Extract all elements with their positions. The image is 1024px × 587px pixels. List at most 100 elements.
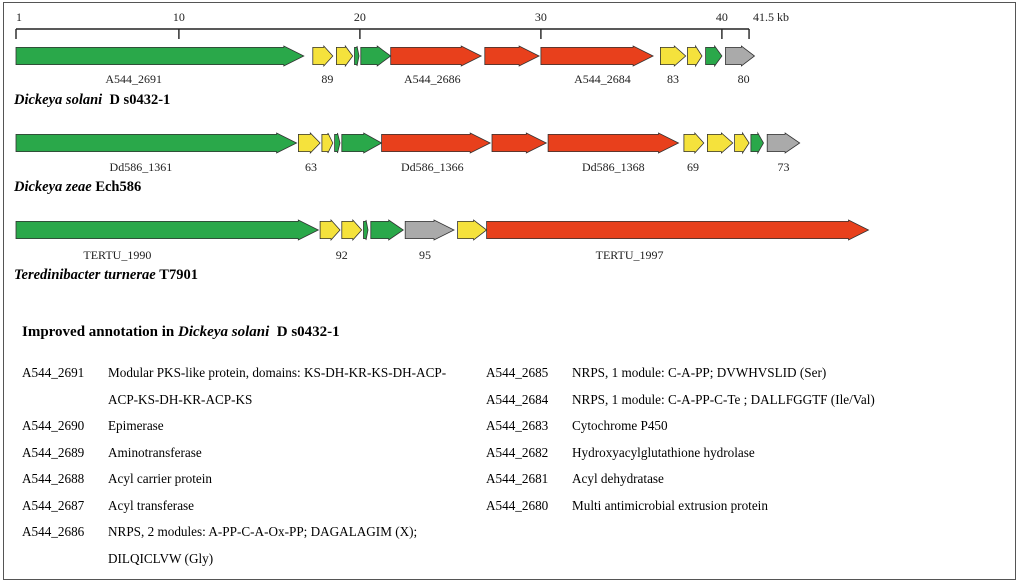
organism-genus: Dickeya zeae (14, 179, 92, 195)
gene-id: A544_2684 (486, 391, 549, 407)
gene-label: 63 (305, 160, 317, 174)
gene-description: Acyl carrier protein (108, 471, 212, 486)
scale-tick-label: 10 (173, 10, 185, 24)
gene-label: 92 (336, 248, 348, 262)
gene-description: NRPS, 1 module: C-A-PP; DVWHVSLID (Ser) (572, 365, 827, 380)
gene-label: Dd586_1366 (401, 160, 464, 174)
gene-label: 89 (321, 72, 333, 86)
annotation-row: A544_2687 Acyl transferase (22, 493, 482, 520)
gene-description: Multi antimicrobial extrusion protein (572, 497, 768, 513)
gene-label: A544_2691 (105, 72, 162, 86)
gene-arrow-tailoring (335, 44, 354, 68)
scale-tick-label: 20 (354, 10, 366, 24)
gene-label: TERTU_1990 (83, 248, 151, 262)
organism-genus: Teredinibacter turnerae (14, 267, 156, 283)
annotation-column-left: A544_2691 Modular PKS-like protein, domai… (22, 360, 482, 572)
annotation-row: A544_2684 NRPS, 1 module: C-A-PP-C-Te ; D… (486, 387, 1006, 414)
organism-label-dickeya-solani: Dickeya solani D s0432-1 (14, 92, 170, 109)
gene-arrow-nrps (540, 45, 654, 67)
gene-id: A544_2682 (486, 444, 549, 460)
gene-arrow-nrps (547, 132, 680, 154)
gene-description: Aminotransferase (108, 444, 202, 460)
gene-arrow-other (725, 45, 756, 67)
gene-arrow-tailoring (319, 218, 341, 242)
annotation-title-prefix: Improved annotation in (22, 324, 175, 340)
gene-id: A544_2691 (22, 365, 85, 380)
gene-arrow-pks (341, 132, 383, 154)
annotation-row: A544_2681 Acyl dehydratase (486, 466, 1006, 493)
gene-arrow-pks (15, 132, 298, 154)
gene-arrow-nrps (390, 45, 483, 67)
gene-description: Acyl transferase (108, 497, 195, 513)
gene-label: 95 (419, 248, 431, 262)
annotation-row: A544_2683 Cytochrome P450 (486, 413, 1006, 440)
gene-arrow-pks (370, 219, 405, 241)
scale-tick-label: 40 (716, 10, 728, 24)
annotation-column-right: A544_2685 NRPS, 1 module: C-A-PP; DVWHVSL… (486, 360, 1006, 519)
organism-label-dickeya-zeae: Dickeya zeae Ech586 (14, 179, 141, 196)
gene-label: Dd586_1361 (110, 160, 173, 174)
gene-id: A544_2686 (22, 524, 85, 539)
gene-arrow-nrps (381, 132, 492, 154)
organism-strain: D s0432-1 (109, 92, 171, 108)
gene-arrow-pks (750, 131, 764, 155)
gene-id: A544_2688 (22, 471, 85, 486)
gene-arrow-other (766, 132, 801, 154)
gene-arrow-nrps (484, 45, 540, 67)
gene-id: A544_2685 (486, 365, 549, 380)
gene-label: 83 (667, 72, 679, 86)
organism-strain: T7901 (159, 267, 198, 283)
gene-id: A544_2689 (22, 444, 85, 460)
scale-tick-label: 41.5 kb (753, 10, 789, 24)
gene-description: Cytochrome P450 (572, 418, 668, 433)
annotation-row: A544_2688 Acyl carrier protein (22, 466, 482, 493)
gene-arrow-pks (360, 45, 392, 67)
annotation-title: Improved annotation in Dickeya solani D … (22, 324, 340, 341)
gene-label: Dd586_1368 (582, 160, 645, 174)
gene-arrow-tailoring (660, 45, 687, 67)
gene-arrow-pks (705, 44, 723, 68)
gene-label: TERTU_1997 (596, 248, 664, 262)
gene-description: Epimerase (108, 418, 164, 433)
gene-arrow-pks (15, 219, 320, 241)
annotation-title-genus: Dickeya solani (178, 324, 270, 340)
gene-arrow-pks (15, 45, 305, 67)
annotation-row: A544_2691 Modular PKS-like protein, domai… (22, 360, 482, 413)
gene-arrow-tailoring (683, 131, 705, 155)
annotation-row: A544_2689 Aminotransferase (22, 440, 482, 467)
gene-arrow-tailoring (457, 219, 488, 241)
gene-id: A544_2681 (486, 471, 549, 486)
annotation-title-strain: D s0432-1 (276, 324, 340, 340)
gene-id: A544_2683 (486, 418, 549, 433)
gene-arrow-tailoring (321, 132, 334, 154)
gene-description: Modular PKS-like protein, domains: KS-DH… (108, 365, 447, 407)
gene-id: A544_2690 (22, 418, 85, 433)
gene-arrow-pks (334, 132, 341, 154)
organism-label-teredinibacter-turnerae: Teredinibacter turnerae T7901 (14, 267, 198, 284)
gene-arrow-nrps (491, 132, 548, 154)
gene-arrow-other (404, 219, 455, 241)
annotation-row: A544_2686 NRPS, 2 modules: A-PP-C-A-Ox-PP… (22, 519, 482, 572)
gene-description: NRPS, 2 modules: A-PP-C-A-Ox-PP; DAGALAG… (108, 524, 418, 566)
gene-arrow-pks (354, 45, 360, 67)
gene-description: Acyl dehydratase (572, 471, 664, 486)
gene-arrow-tailoring (687, 44, 703, 68)
gene-description: NRPS, 1 module: C-A-PP-C-Te ; DALLFGGTF … (572, 391, 875, 407)
gene-arrow-tailoring (341, 218, 363, 242)
scale-tick-label: 30 (535, 10, 547, 24)
gene-label: 69 (687, 160, 699, 174)
annotation-row: A544_2690 Epimerase (22, 413, 482, 440)
gene-arrow-tailoring (734, 131, 750, 155)
gene-label: A544_2686 (404, 72, 461, 86)
gene-arrow-tailoring (707, 132, 734, 154)
gene-id: A544_2687 (22, 497, 85, 513)
gene-label: A544_2684 (574, 72, 631, 86)
gene-arrow-pks (363, 219, 369, 241)
organism-genus: Dickeya solani (14, 92, 103, 108)
gene-label: 80 (738, 72, 750, 86)
gene-label: 73 (777, 160, 789, 174)
